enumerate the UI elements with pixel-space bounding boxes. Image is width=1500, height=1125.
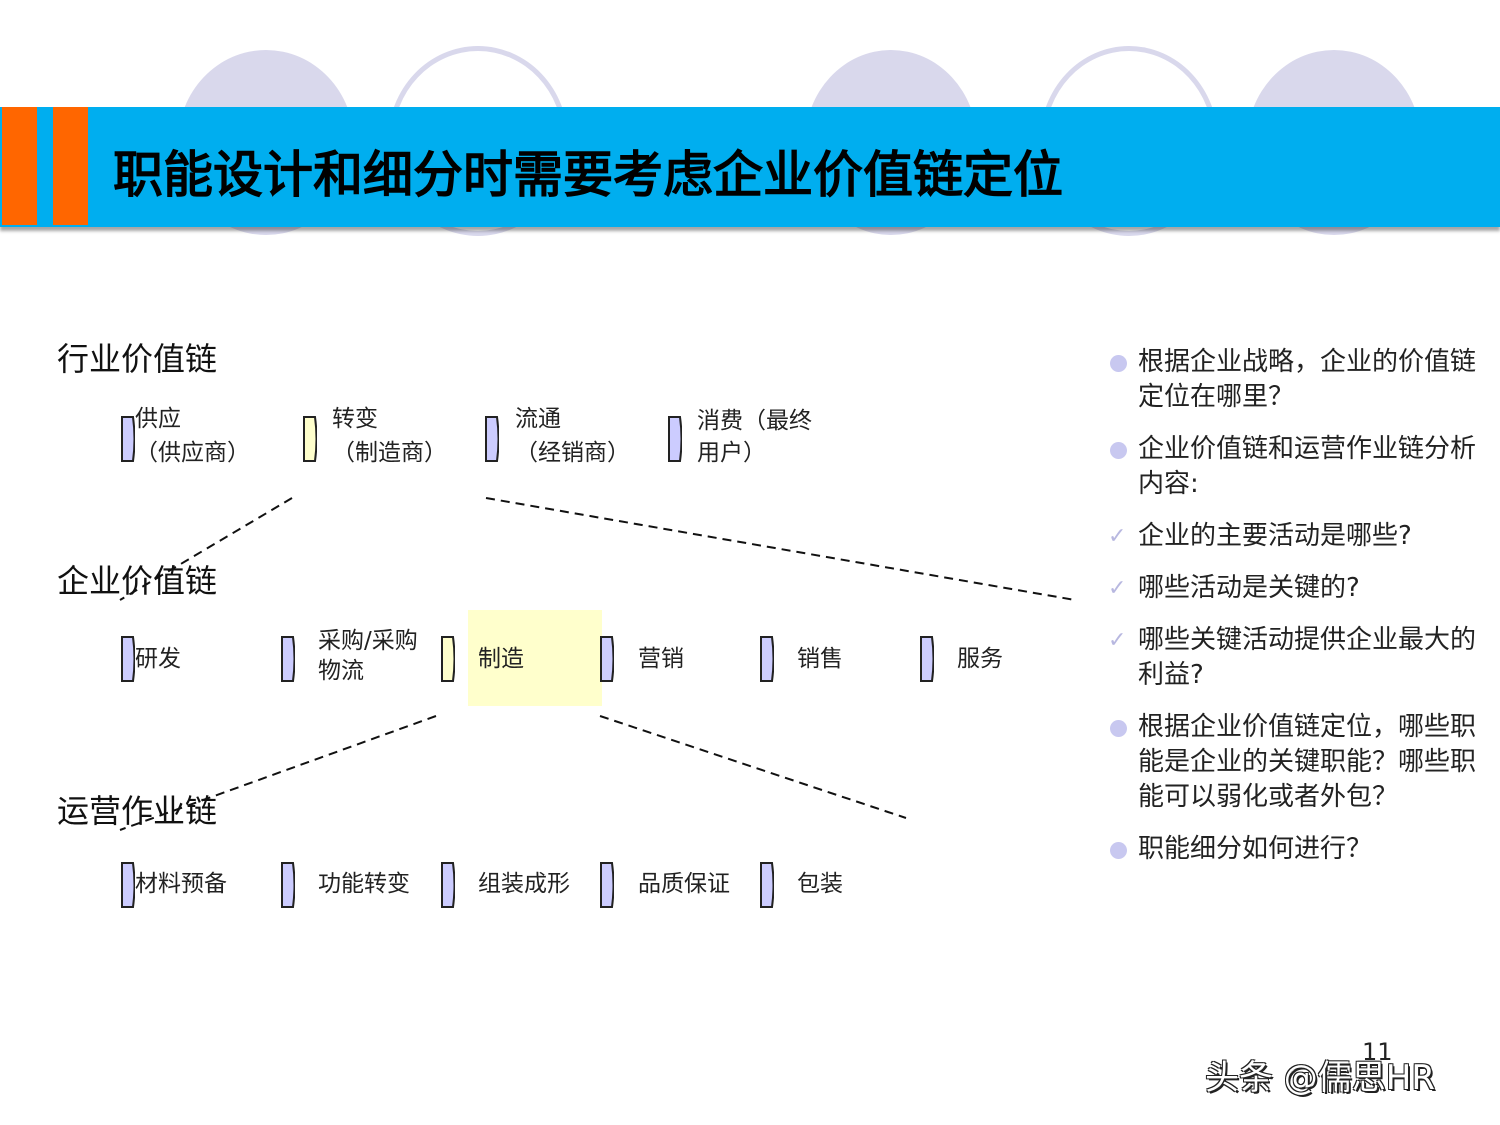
bullet-dot-icon xyxy=(1110,720,1127,737)
checkmark-icon: ✓ xyxy=(1108,524,1127,549)
question-item: 职能细分如何进行？ xyxy=(1108,832,1498,867)
enterprise-node-manufacturing: 制造 xyxy=(478,646,524,672)
operations-chain-label: 运营作业链 xyxy=(57,792,218,830)
chevron-icon xyxy=(121,416,135,462)
zoom-line-right-lower xyxy=(599,715,907,819)
accent-stripe xyxy=(2,107,37,225)
highlight-box-manufacturing xyxy=(468,610,602,706)
chevron-icon xyxy=(760,862,774,908)
chevron-icon xyxy=(600,636,614,682)
operations-node-materials: 材料预备 xyxy=(135,871,227,897)
industry-node-transform: 转变 （制造商） xyxy=(332,406,447,466)
operations-node-assembly: 组装成形 xyxy=(478,871,570,897)
title-bar: 职能设计和细分时需要考虑企业价值链定位 xyxy=(0,107,1500,227)
chevron-icon xyxy=(668,416,682,462)
question-item: 根据企业战略，企业的价值链定位在哪里？ xyxy=(1108,345,1498,415)
question-item: 企业价值链和运营作业链分析内容: xyxy=(1108,432,1498,502)
watermark: 头条 @儒思HR xyxy=(1205,1058,1435,1098)
operations-node-function-change: 功能转变 xyxy=(318,871,410,897)
checkmark-icon: ✓ xyxy=(1108,628,1127,653)
chevron-icon xyxy=(281,862,295,908)
enterprise-node-sales: 销售 xyxy=(797,646,843,672)
operations-node-packaging: 包装 xyxy=(797,871,843,897)
industry-node-supply: 供应 （供应商） xyxy=(135,406,250,466)
chevron-icon xyxy=(760,636,774,682)
sub-question-item: ✓ 哪些关键活动提供企业最大的利益? xyxy=(1108,625,1477,690)
chevron-icon xyxy=(121,636,135,682)
bullet-dot-icon xyxy=(1110,842,1127,859)
question-list: 根据企业战略，企业的价值链定位在哪里？ 企业价值链和运营作业链分析内容: ✓ 企… xyxy=(1108,345,1498,884)
operations-node-quality: 品质保证 xyxy=(638,871,730,897)
enterprise-node-rnd: 研发 xyxy=(135,646,181,672)
accent-stripe xyxy=(53,107,88,225)
enterprise-chain-label: 企业价值链 xyxy=(57,562,218,600)
bullet-dot-icon xyxy=(1110,355,1127,372)
chevron-icon xyxy=(303,416,317,462)
checkmark-icon: ✓ xyxy=(1108,576,1127,601)
industry-node-consumption: 消费（最终 用户） xyxy=(697,408,812,466)
chevron-icon xyxy=(600,862,614,908)
page-number: 11 xyxy=(1362,1038,1393,1066)
chevron-icon xyxy=(920,636,934,682)
industry-chain-label: 行业价值链 xyxy=(57,340,218,378)
chevron-icon xyxy=(441,862,455,908)
chevron-icon xyxy=(121,862,135,908)
sub-question-item: ✓ 企业的主要活动是哪些? xyxy=(1050,519,1498,554)
zoom-line-right-upper xyxy=(485,497,1076,601)
enterprise-node-service: 服务 xyxy=(957,646,1003,672)
bullet-dot-icon xyxy=(1110,442,1127,459)
enterprise-node-procurement: 采购/采购 物流 xyxy=(318,628,418,684)
industry-node-distribution: 流通 （经销商） xyxy=(515,406,630,466)
question-item: 根据企业价值链定位，哪些职能是企业的关键职能？哪些职能可以弱化或者外包？ xyxy=(1108,710,1498,815)
chevron-icon xyxy=(281,636,295,682)
slide-title: 职能设计和细分时需要考虑企业价值链定位 xyxy=(113,146,1063,204)
enterprise-node-marketing: 营销 xyxy=(638,646,684,672)
sub-question-item: ✓ 哪些活动是关键的? xyxy=(1050,571,1498,606)
chevron-icon xyxy=(485,416,499,462)
chevron-icon xyxy=(441,636,455,682)
